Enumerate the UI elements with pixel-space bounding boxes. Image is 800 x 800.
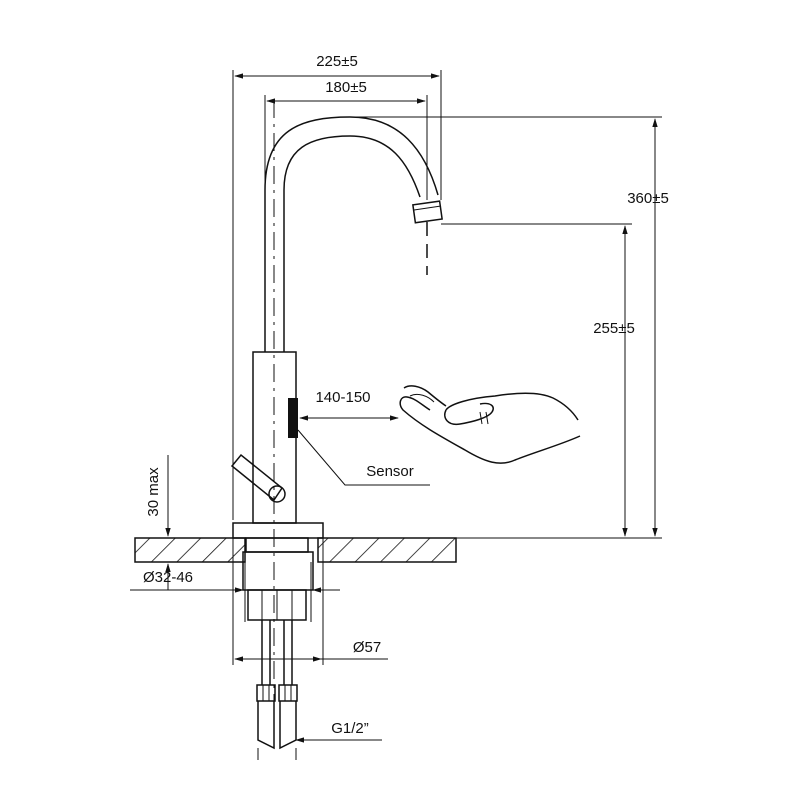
dim-label-sensor-distance: 140-150 — [315, 389, 370, 406]
dimension-connection-thread: G1/2” — [257, 720, 382, 760]
dim-label-connection-thread: G1/2” — [331, 720, 369, 737]
dimension-flange-diameter: Ø57 — [232, 538, 388, 665]
hand-illustration — [399, 385, 581, 464]
countertop-deck — [134, 537, 457, 563]
dim-label-hole-diameter: Ø32-46 — [143, 569, 193, 586]
dim-label-spout-reach: 180±5 — [325, 79, 367, 96]
dim-label-flange-diameter: Ø57 — [353, 639, 381, 656]
sensor-label: Sensor — [366, 463, 414, 480]
dimension-deck-thickness: 30 max — [145, 455, 171, 590]
mounting-assembly — [242, 537, 314, 750]
dimension-total-height: 360±5 — [350, 116, 669, 539]
dim-label-total-height: 360±5 — [627, 190, 669, 207]
sensor-window — [288, 398, 298, 438]
dim-label-outlet-height: 255±5 — [593, 320, 635, 337]
dimension-outlet-height: 255±5 — [441, 223, 635, 537]
dim-label-deck-thickness: 30 max — [145, 467, 162, 517]
dimension-spout-reach: 180±5 — [264, 79, 428, 200]
sensor-callout: Sensor — [297, 429, 430, 486]
faucet-body — [232, 100, 443, 720]
dimension-hole-diameter: Ø32-46 — [130, 562, 340, 622]
lever-handle — [230, 453, 286, 503]
dim-label-overall-reach: 225±5 — [316, 53, 358, 70]
dimension-overall-reach: 225±5 — [232, 53, 442, 520]
dimension-sensor-distance: 140-150 — [299, 389, 399, 421]
